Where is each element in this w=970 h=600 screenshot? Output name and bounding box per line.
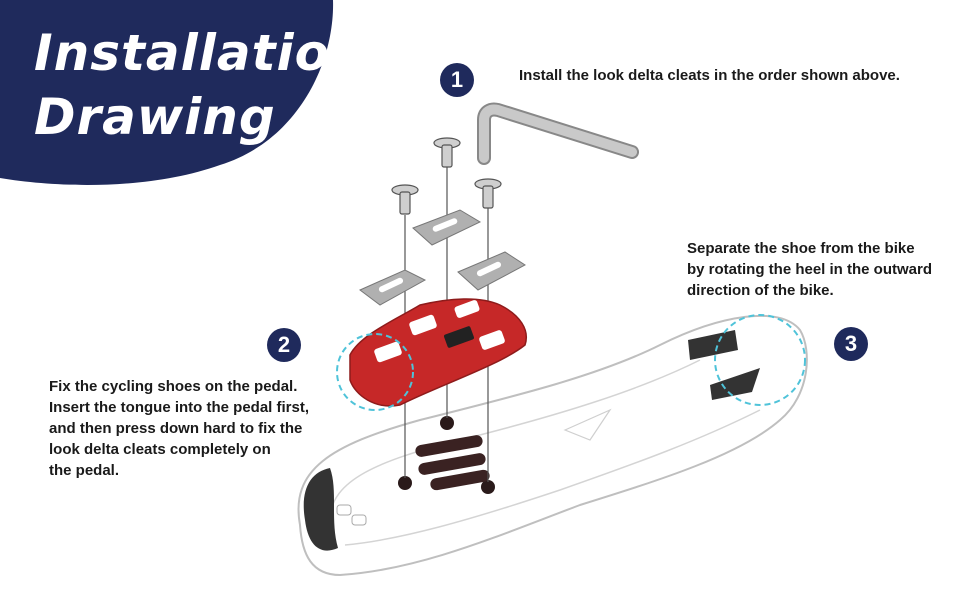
title-banner-shape bbox=[0, 0, 334, 185]
cleat-icon bbox=[349, 298, 527, 407]
highlight-circle-3 bbox=[714, 314, 806, 406]
title-line-1: Installation bbox=[34, 24, 367, 82]
step-2-line: look delta cleats completely on bbox=[49, 441, 271, 458]
step-2-line: Insert the tongue into the pedal first, bbox=[49, 399, 310, 416]
step-2-line: Fix the cycling shoes on the pedal. bbox=[49, 378, 298, 395]
allen-key-icon bbox=[477, 102, 639, 165]
sole-holes bbox=[398, 416, 495, 494]
step-3-text: Separate the shoe from the bike by rotat… bbox=[687, 238, 932, 301]
highlight-circle-2 bbox=[336, 333, 414, 411]
step-3-badge: 3 bbox=[834, 327, 868, 361]
shoe-sole-icon bbox=[297, 314, 808, 577]
title-banner: Installation Drawing bbox=[0, 0, 366, 190]
step-2-badge: 2 bbox=[267, 328, 301, 362]
screw-icon bbox=[391, 137, 502, 215]
step-1-badge: 1 bbox=[440, 63, 474, 97]
step-1-text: Install the look delta cleats in the ord… bbox=[519, 65, 900, 86]
title-line-2: Drawing bbox=[34, 88, 276, 146]
spacer-plates bbox=[359, 209, 526, 306]
step-2-text: Fix the cycling shoes on the pedal. Inse… bbox=[49, 376, 309, 481]
step-2-line: and then press down hard to fix the bbox=[49, 420, 303, 437]
step-3-line: Separate the shoe from the bike bbox=[687, 240, 915, 257]
step-3-line: direction of the bike. bbox=[687, 282, 834, 299]
step-1-line: Install the look delta cleats in the ord… bbox=[519, 67, 900, 84]
step-3-line: by rotating the heel in the outward bbox=[687, 261, 933, 278]
step-2-line: the pedal. bbox=[49, 462, 120, 479]
